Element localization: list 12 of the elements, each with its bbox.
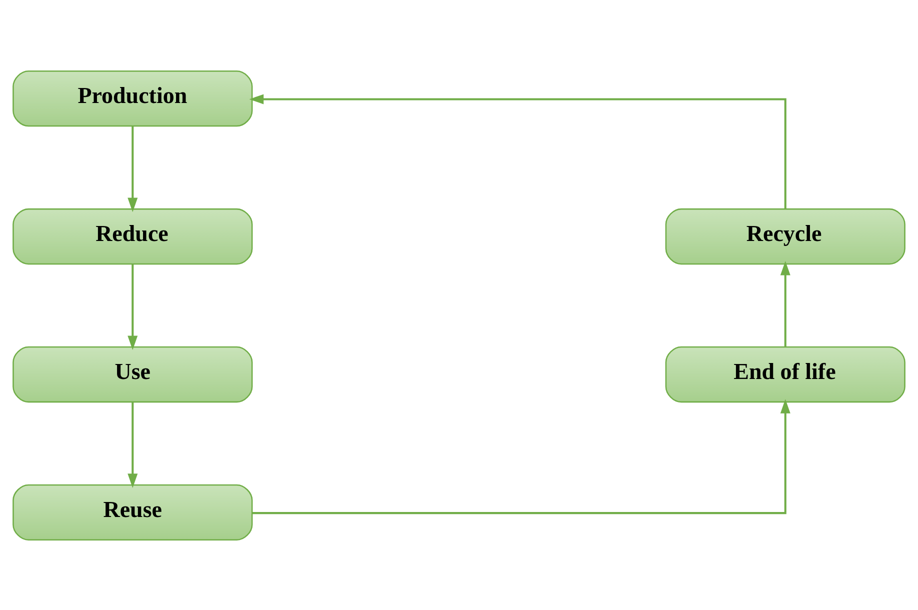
arrow: [780, 260, 790, 346]
arrow: [128, 126, 138, 212]
arrow: [249, 94, 786, 208]
node-box: Production: [12, 70, 253, 126]
arrow: [252, 398, 790, 514]
arrow: [128, 402, 138, 488]
node-box: Reduce: [12, 208, 253, 264]
node-box: End of life: [665, 346, 906, 402]
node-box: Recycle: [665, 208, 906, 264]
arrow: [128, 264, 138, 350]
node-box: Use: [12, 346, 253, 402]
node-box: Reuse: [12, 484, 253, 540]
